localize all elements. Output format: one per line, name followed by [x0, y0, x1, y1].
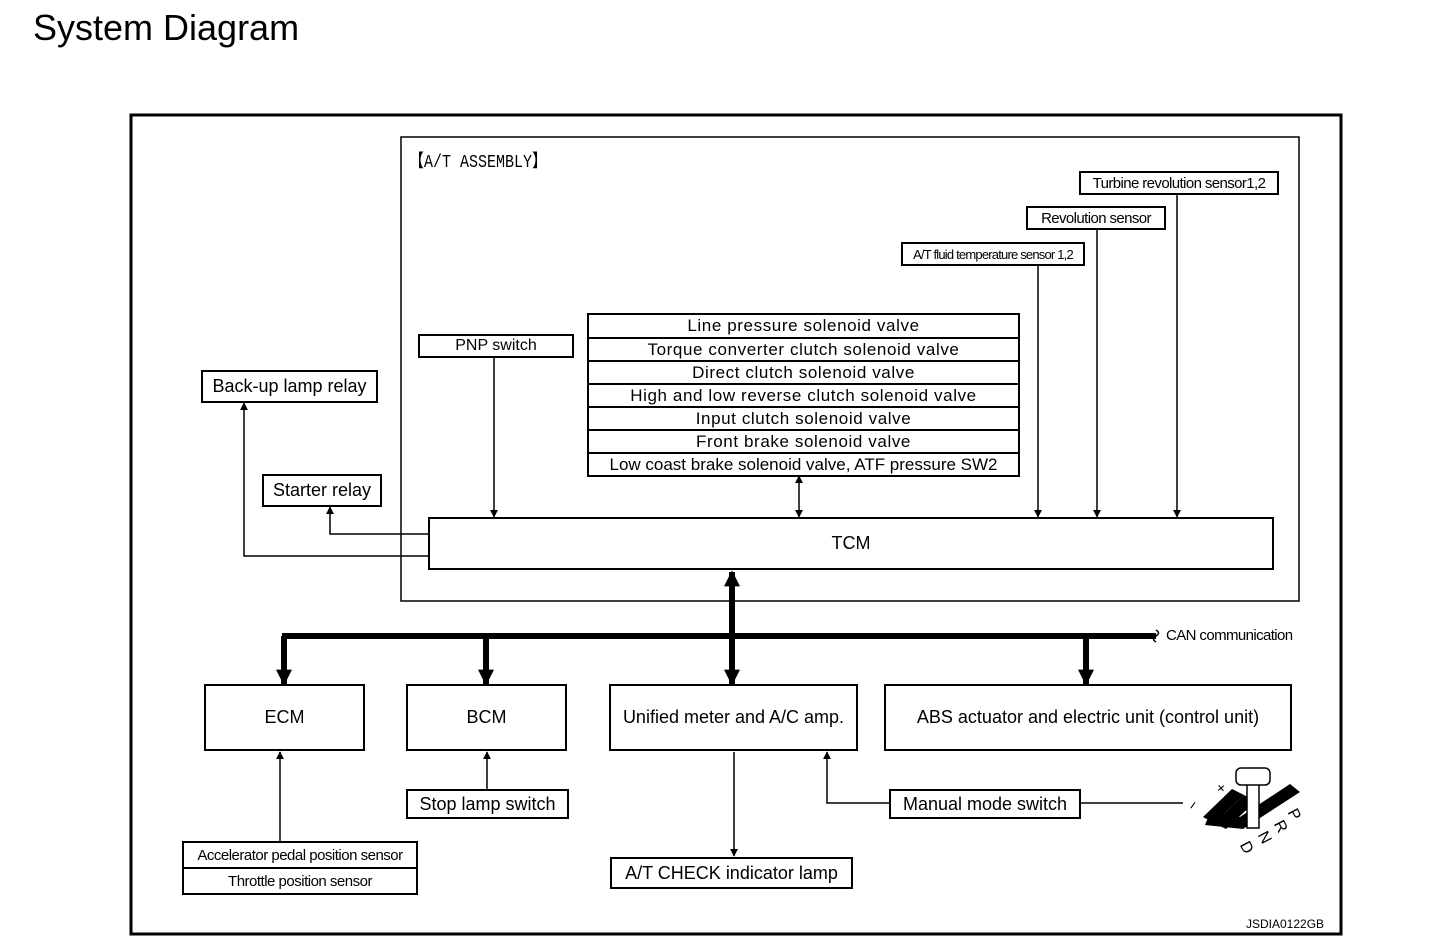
- outer-frame: [129, 113, 1343, 936]
- solenoid-valve-row: Line pressure solenoid valve: [687, 316, 920, 335]
- abs-actuator-box: ABS actuator and electric unit (control …: [884, 684, 1292, 751]
- page-title: System Diagram: [33, 7, 300, 48]
- manual-mode-switch-box: Manual mode switch: [889, 789, 1081, 819]
- throttle-sensor-label: Throttle position sensor: [184, 867, 416, 893]
- tcm-to-starter: [326, 506, 429, 535]
- solenoid-valve-row: Torque converter clutch solenoid valve: [589, 337, 1018, 360]
- stop-lamp-switch-box: Stop lamp switch: [406, 789, 569, 819]
- turbine-sensor-box: Turbine revolution sensor1,2: [1079, 171, 1279, 195]
- unified-meter-box: Unified meter and A/C amp.: [609, 684, 858, 751]
- can-bus-break: [1152, 629, 1160, 643]
- solenoid-valve-table: Line pressure solenoid valve Torque conv…: [587, 313, 1020, 477]
- revolution-sensor-box: Revolution sensor: [1026, 206, 1166, 230]
- tcm-to-backup: [240, 402, 429, 557]
- solenoid-valve-row: Direct clutch solenoid valve: [589, 360, 1018, 383]
- solenoid-valve-row: High and low reverse clutch solenoid val…: [589, 383, 1018, 406]
- solenoid-valve-row: Front brake solenoid valve: [589, 429, 1018, 452]
- figure-id: JSDIA0122GB: [1246, 917, 1325, 931]
- accel-pedal-sensor-label: Accelerator pedal position sensor: [197, 846, 403, 864]
- check-indicator-lamp-box: A/T CHECK indicator lamp: [610, 857, 853, 889]
- can-communication-label: CAN communication: [1166, 627, 1293, 644]
- backup-lamp-relay-box: Back-up lamp relay: [201, 370, 378, 403]
- shift-lever-icon: [1203, 767, 1300, 829]
- assembly-frame: [400, 136, 1300, 602]
- solenoid-valve-row: Input clutch solenoid valve: [589, 406, 1018, 429]
- manual-to-meter: [823, 751, 889, 804]
- ecm-box: ECM: [204, 684, 365, 751]
- accel-throttle-sensor-box: Accelerator pedal position sensor Thrott…: [182, 841, 418, 895]
- starter-relay-box: Starter relay: [262, 474, 382, 507]
- fluid-temp-sensor-box: A/T fluid temperature sensor 1,2: [901, 242, 1085, 266]
- bcm-box: BCM: [406, 684, 567, 751]
- pnp-switch-box: PNP switch: [418, 334, 574, 358]
- assembly-label: 【A/T ASSEMBLY】: [409, 152, 548, 174]
- tcm-box: TCM: [428, 517, 1274, 570]
- solenoid-valve-row: Low coast brake solenoid valve, ATF pres…: [589, 452, 1018, 475]
